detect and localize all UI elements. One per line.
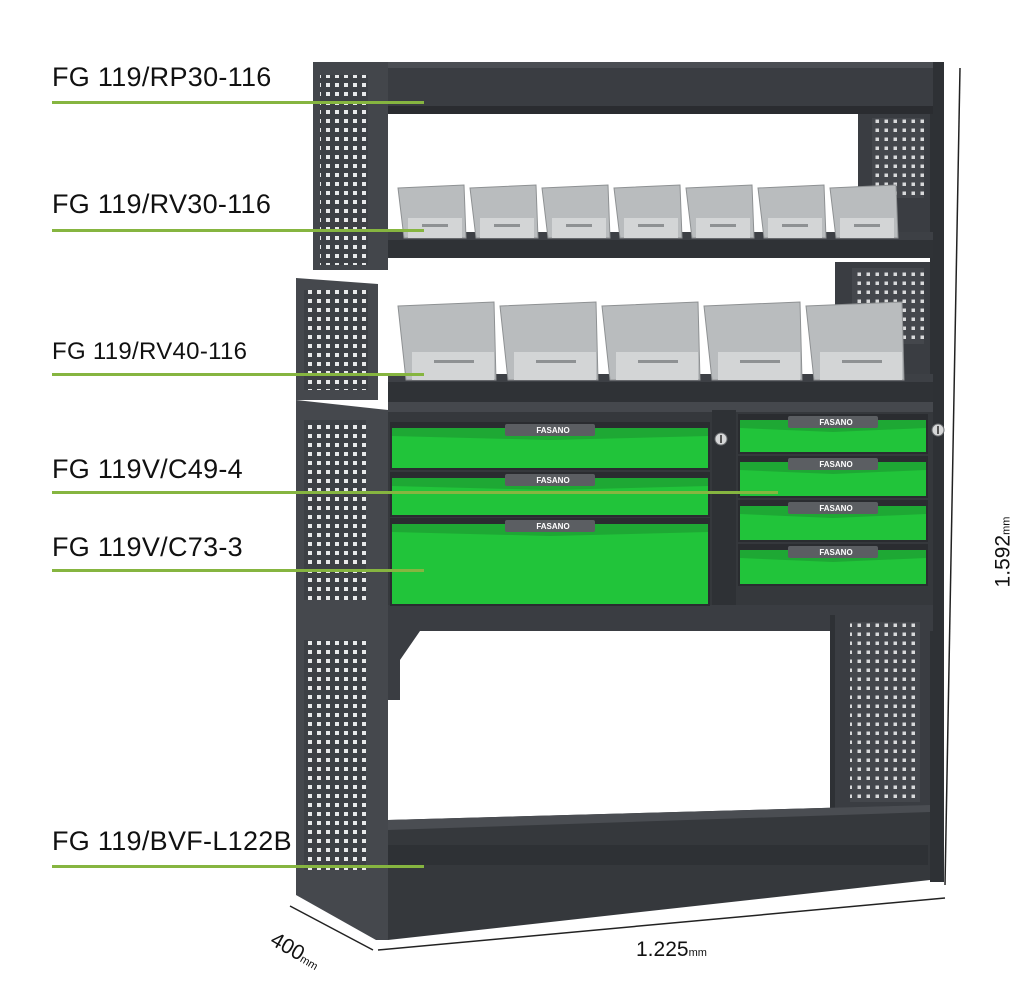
drawer-brand-logo: FASANO	[819, 460, 852, 469]
drawer-handle	[505, 424, 595, 436]
large-bins-row	[397, 301, 905, 381]
large-bin	[397, 301, 497, 381]
drawers: FASANO FASANO FASANO FASANO FASANO FASANO FASA…	[390, 414, 928, 606]
label-large-bins-shelf: FG 119/RV40-116	[52, 338, 248, 365]
large-bin	[601, 301, 701, 381]
bottom-base	[388, 805, 930, 940]
depth-dimension-line	[289, 905, 374, 951]
label-top-shelf: FG 119/RP30-116	[52, 62, 272, 92]
drawer-brand-logo: FASANO	[819, 418, 852, 427]
width-value: 1.225	[636, 938, 689, 961]
drawer: FASANO	[390, 518, 710, 606]
large-bin	[703, 301, 803, 381]
drawer-handle	[788, 546, 878, 558]
width-dimension: 1.225mm	[636, 938, 707, 962]
label-bottom-base: FG 119/BVF-L122B	[52, 826, 292, 856]
large-bin	[499, 301, 599, 381]
drawer-brand-logo: FASANO	[819, 548, 852, 557]
small-bin	[469, 184, 539, 239]
label-small-bins-shelf: FG 119/RV30-116	[52, 189, 272, 219]
drawer: FASANO	[738, 414, 928, 454]
drawer-handle	[505, 520, 595, 532]
leader-line-three-drawer-unit	[52, 569, 424, 572]
height-dimension: 1.592mm	[991, 517, 1015, 588]
small-bin	[397, 184, 467, 239]
small-bin	[541, 184, 611, 239]
drawer-handle	[505, 474, 595, 486]
left-upright-middle	[296, 278, 378, 400]
drawer-handle	[788, 458, 878, 470]
drawer: FASANO	[738, 544, 928, 586]
drawer-brand-logo: FASANO	[536, 476, 569, 485]
lock-icon	[931, 423, 945, 437]
drawer: FASANO	[390, 422, 710, 470]
label-three-drawer-unit: FG 119V/C73-3	[52, 532, 243, 562]
drawer-handle	[788, 502, 878, 514]
drawer-brand-logo: FASANO	[536, 522, 569, 531]
left-upright-bottom	[296, 400, 388, 940]
leader-line-large-bins-shelf	[52, 373, 424, 376]
height-dimension-line	[944, 67, 961, 886]
small-bin	[613, 184, 683, 239]
small-bin	[757, 184, 827, 239]
lock-icon	[714, 432, 728, 446]
height-unit: mm	[1000, 516, 1013, 535]
large-bin	[805, 301, 905, 381]
right-post	[930, 62, 944, 882]
drawer: FASANO	[738, 500, 928, 542]
leader-line-four-drawer-unit	[52, 491, 778, 494]
drawer-brand-logo: FASANO	[819, 504, 852, 513]
drawer: FASANO	[390, 472, 710, 517]
left-upright-top	[313, 62, 388, 270]
drawer-handle	[788, 416, 878, 428]
width-unit: mm	[688, 947, 707, 959]
height-value: 1.592	[991, 534, 1015, 588]
small-bins-row	[397, 184, 899, 239]
label-four-drawer-unit: FG 119V/C49-4	[52, 454, 243, 484]
leader-line-top-shelf	[52, 101, 424, 104]
drawer-brand-logo: FASANO	[536, 426, 569, 435]
lower-open-bay	[388, 615, 930, 825]
width-dimension-line	[377, 897, 946, 951]
small-bin	[829, 184, 899, 239]
top-shelf	[388, 62, 933, 114]
leader-line-small-bins-shelf	[52, 229, 424, 232]
leader-line-bottom-base	[52, 865, 424, 868]
small-bin	[685, 184, 755, 239]
